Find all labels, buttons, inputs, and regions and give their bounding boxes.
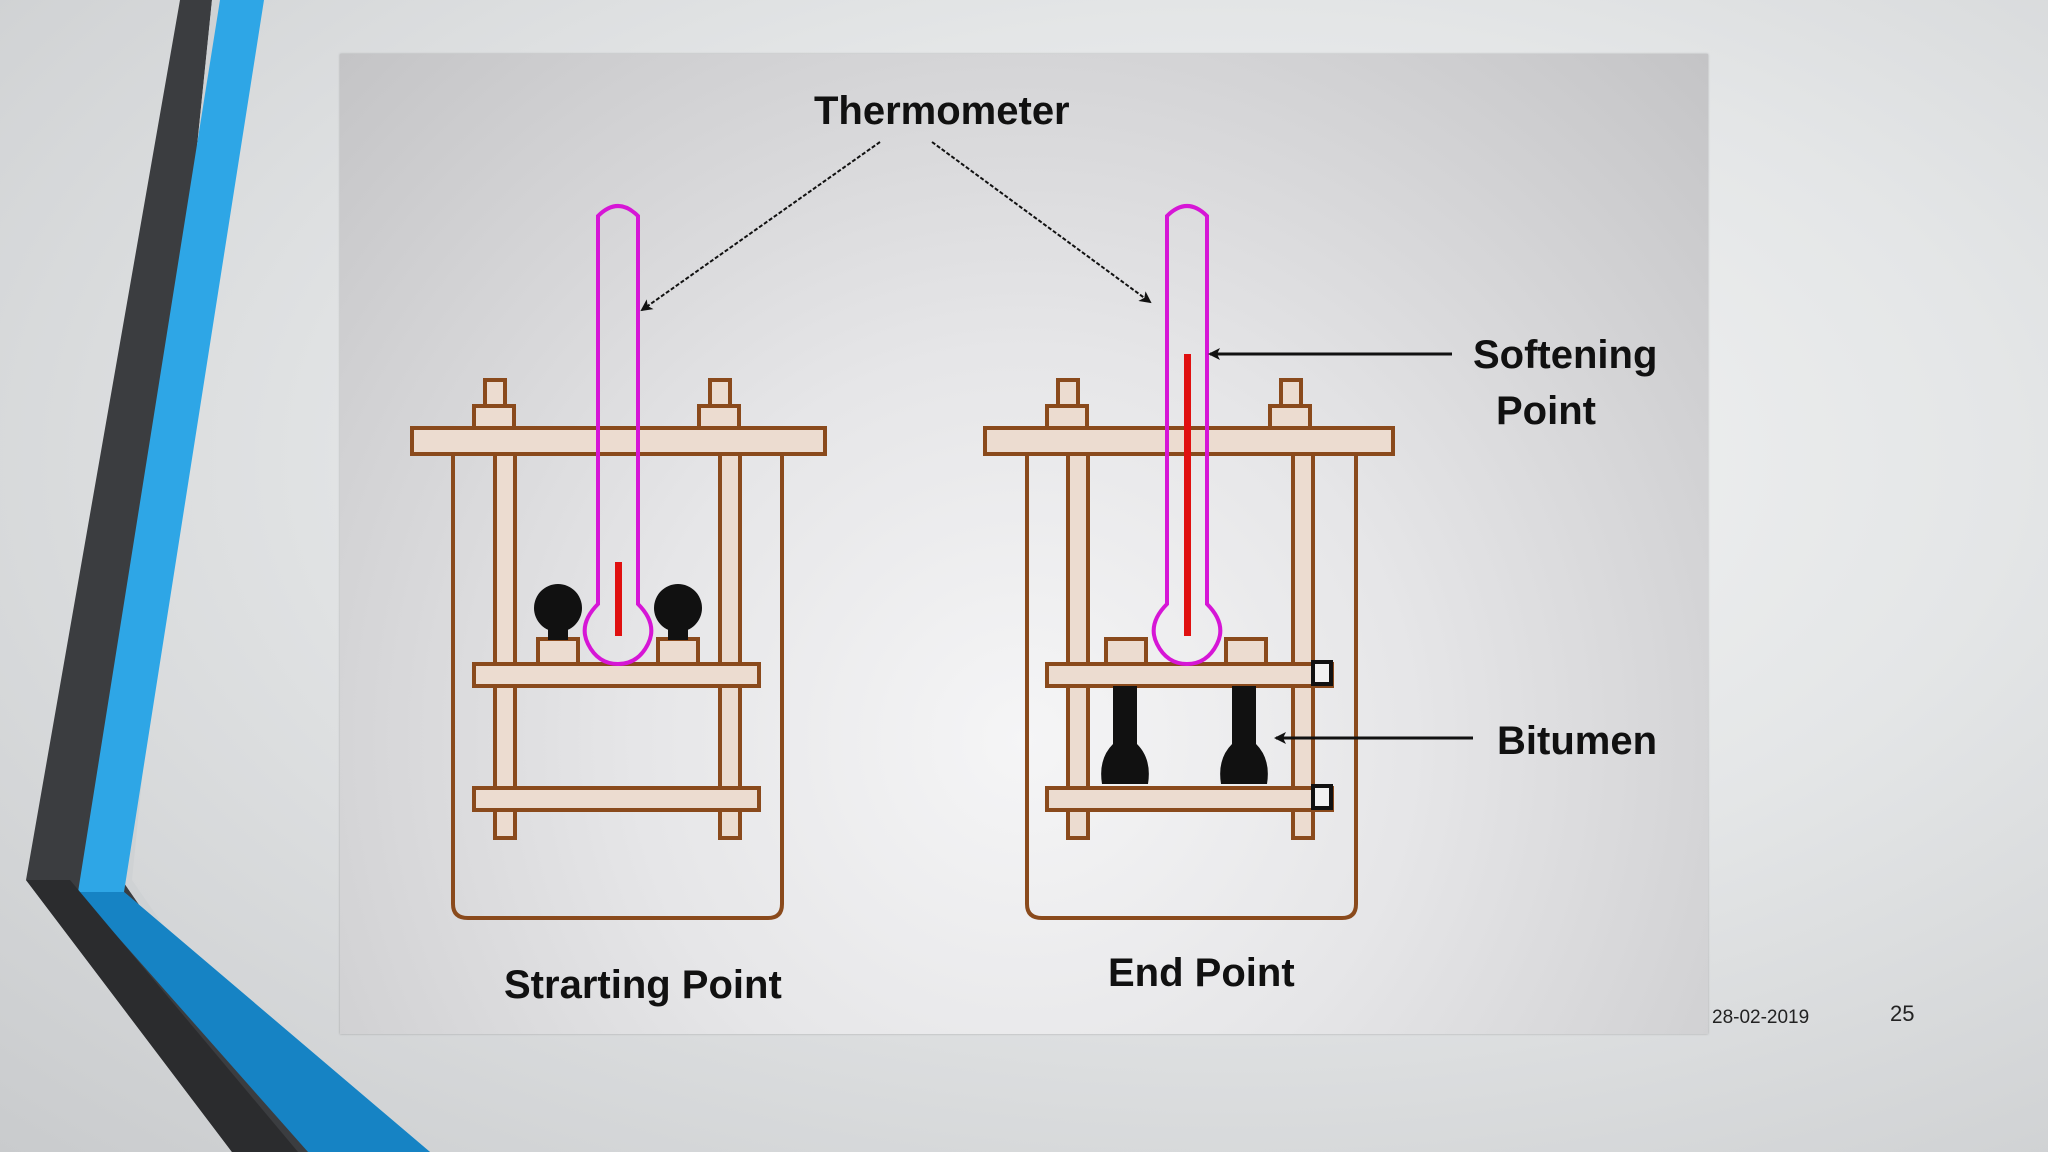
left-bolt-left bbox=[483, 378, 507, 408]
dark-blue-chevron-shape bbox=[78, 892, 430, 1152]
left-steel-ball-right bbox=[654, 584, 702, 632]
end-point-label: End Point bbox=[1108, 951, 1295, 995]
left-rod-left bbox=[493, 452, 517, 840]
left-mercury-column bbox=[615, 562, 622, 636]
right-thermometer bbox=[1151, 204, 1223, 667]
bitumen-drop-right bbox=[1220, 686, 1268, 784]
right-rod-right bbox=[1291, 452, 1315, 840]
left-ball-stem-right bbox=[668, 628, 688, 640]
left-beaker bbox=[451, 454, 784, 920]
slide-date: 28-02-2019 bbox=[1712, 1007, 1810, 1028]
right-clip-top bbox=[1311, 660, 1333, 686]
bitumen-drop-left bbox=[1101, 686, 1149, 784]
left-ring-left bbox=[536, 637, 580, 666]
starting-point-apparatus bbox=[410, 378, 827, 920]
right-clip-bottom bbox=[1311, 784, 1333, 810]
right-ring-left bbox=[1104, 637, 1148, 666]
right-beaker bbox=[1025, 454, 1358, 920]
end-point-apparatus bbox=[983, 378, 1395, 920]
thermometer-leader-left bbox=[640, 141, 881, 312]
thermometer-label: Thermometer bbox=[814, 89, 1070, 133]
left-ring-plate bbox=[472, 662, 761, 688]
right-ring-right bbox=[1224, 637, 1268, 666]
left-thermometer bbox=[582, 204, 654, 667]
bitumen-label: Bitumen bbox=[1497, 719, 1657, 763]
right-bolt-right bbox=[1279, 378, 1303, 408]
left-nut-left bbox=[472, 404, 516, 430]
right-nut-right bbox=[1268, 404, 1312, 430]
left-bolt-right bbox=[708, 378, 732, 408]
left-rod-right bbox=[718, 452, 742, 840]
right-nut-left bbox=[1045, 404, 1089, 430]
softening-point-label-line1: Softening bbox=[1473, 333, 1657, 377]
blue-chevron-shape bbox=[78, 0, 430, 1152]
softening-point-label-line2: Point bbox=[1496, 389, 1596, 433]
left-ring-right bbox=[656, 637, 700, 666]
thermometer-leader-right bbox=[931, 141, 1152, 304]
shadow-chevron-shape bbox=[26, 880, 298, 1152]
right-bolt-left bbox=[1056, 378, 1080, 408]
left-nut-right bbox=[697, 404, 741, 430]
right-mercury-column bbox=[1184, 354, 1191, 636]
right-rod-left bbox=[1066, 452, 1090, 840]
left-steel-ball-left bbox=[534, 584, 582, 632]
softening-point-diagram: Thermometer Softening Point Bitumen Stra… bbox=[340, 54, 1708, 1034]
right-bottom-plate bbox=[1045, 786, 1334, 812]
starting-point-label: Strarting Point bbox=[504, 963, 782, 1007]
right-ring-plate bbox=[1045, 662, 1334, 688]
left-bottom-plate bbox=[472, 786, 761, 812]
left-top-plate bbox=[410, 426, 827, 456]
left-ball-stem-left bbox=[548, 628, 568, 640]
slide-page-number: 25 bbox=[1890, 1001, 1915, 1026]
diagram-canvas: Thermometer Softening Point Bitumen Stra… bbox=[410, 89, 1657, 1007]
